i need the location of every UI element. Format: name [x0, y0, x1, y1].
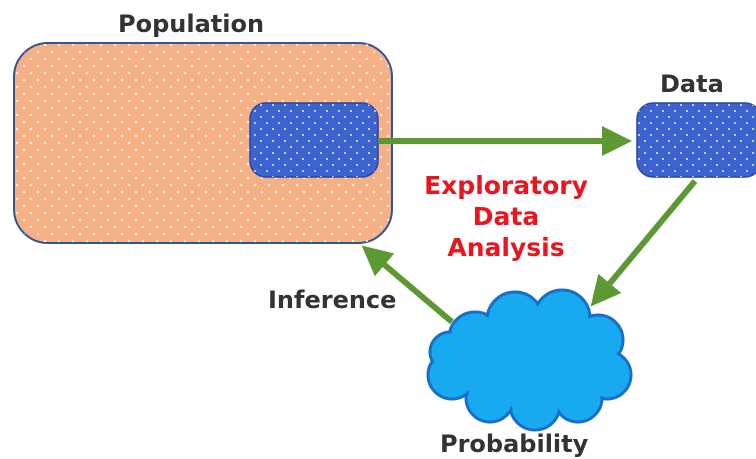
population-box	[13, 42, 393, 244]
arrow-inference	[361, 245, 454, 325]
data-box	[636, 102, 756, 178]
exploratory-data-analysis-label: Exploratory Data Analysis	[398, 170, 614, 263]
population-label: Population	[118, 10, 265, 38]
eda-line-2: Data	[472, 202, 540, 231]
probability-label: Probability	[440, 430, 589, 458]
eda-line-1: Exploratory	[424, 171, 588, 200]
arrow-data-to-probability	[590, 179, 698, 307]
inference-label: Inference	[268, 286, 397, 314]
sample-box	[249, 102, 379, 178]
data-label: Data	[660, 70, 724, 98]
eda-line-3: Analysis	[447, 233, 565, 262]
probability-cloud	[426, 288, 633, 432]
